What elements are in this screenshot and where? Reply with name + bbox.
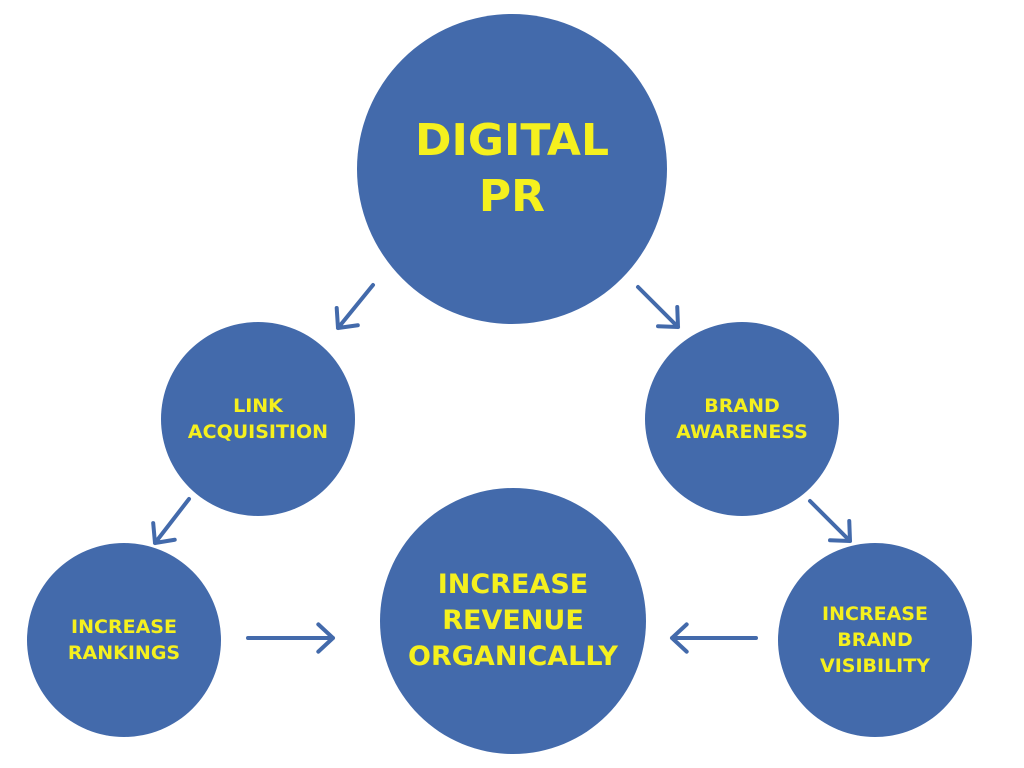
node-brand-awareness-line-1: BRAND <box>704 395 780 417</box>
node-increase-brand-visibility-line-2: BRAND <box>837 629 913 651</box>
node-digital-pr-line-2: PR <box>478 171 546 222</box>
arrow-digital-pr-to-link-acquisition <box>334 283 375 330</box>
node-link-acquisition: LINK ACQUISITION <box>161 322 355 516</box>
node-brand-awareness-line-2: AWARENESS <box>676 421 808 443</box>
node-digital-pr: DIGITAL PR <box>357 14 667 324</box>
node-link-acquisition-line-2: ACQUISITION <box>187 421 329 443</box>
node-increase-rankings-line-1: INCREASE <box>71 616 177 638</box>
node-increase-rankings-line-2: RANKINGS <box>67 642 181 664</box>
node-brand-awareness: BRAND AWARENESS <box>645 322 839 516</box>
arrow-increase-brand-visibility-to-increase-revenue <box>670 622 758 654</box>
node-increase-brand-visibility-line-1: INCREASE <box>822 603 928 625</box>
node-increase-rankings: INCREASE RANKINGS <box>27 543 221 737</box>
arrow-increase-rankings-to-increase-revenue <box>246 622 335 654</box>
node-increase-revenue-line-1: INCREASE <box>437 569 589 600</box>
node-increase-revenue: INCREASE REVENUE ORGANICALLY <box>380 488 646 754</box>
node-increase-revenue-line-3: ORGANICALLY <box>408 641 618 672</box>
node-digital-pr-line-1: DIGITAL <box>414 115 610 166</box>
arrow-link-acquisition-to-increase-rankings <box>151 497 191 545</box>
node-increase-revenue-line-2: REVENUE <box>442 605 584 636</box>
node-link-acquisition-line-1: LINK <box>233 395 283 417</box>
node-increase-brand-visibility: INCREASE BRAND VISIBILITY <box>778 543 972 737</box>
node-increase-brand-visibility-line-3: VISIBILITY <box>820 655 930 677</box>
arrow-brand-awareness-to-increase-brand-visibility <box>808 499 852 543</box>
arrow-digital-pr-to-brand-awareness <box>636 285 680 329</box>
